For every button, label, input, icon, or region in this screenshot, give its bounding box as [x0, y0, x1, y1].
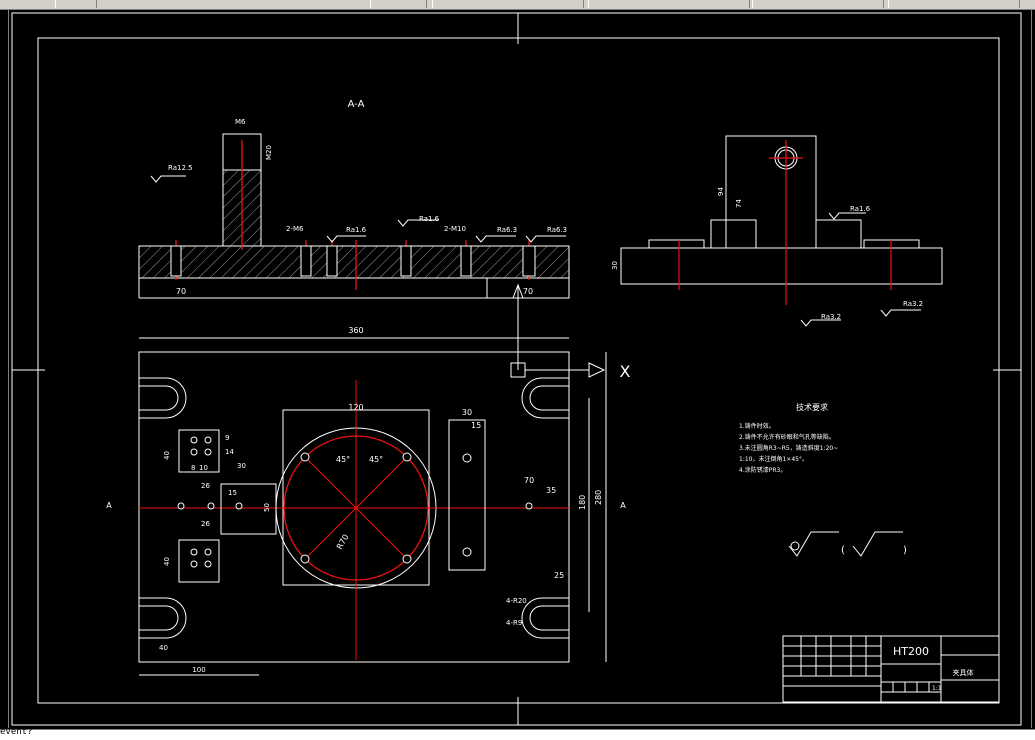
command-prompt-text: event? [0, 727, 33, 737]
dim-14: 14 [225, 448, 234, 456]
roughness-front-1: Ra12.5 [168, 164, 193, 172]
dim-2m10: 2-M10 [444, 225, 466, 233]
dim-70-right: 70 [523, 287, 533, 296]
dim-8: 8 [191, 464, 195, 472]
dim-m20: M20 [265, 145, 273, 160]
dim-26-lower: 26 [201, 520, 210, 528]
side-view: 94 74 30 Ra1.6 Ra3.2 Ra3.2 [611, 135, 943, 327]
roughness-side-1: Ra1.6 [850, 205, 871, 213]
dim-25: 25 [554, 571, 564, 580]
dim-15-left: 15 [228, 489, 237, 497]
dim-2m6: 2-M6 [286, 225, 304, 233]
section-title: A-A [348, 99, 365, 110]
tech-req-line-1: 1.铸件时效。 [739, 422, 775, 430]
roughness-side-3: Ra3.2 [903, 300, 923, 308]
plotstyle-dropdown[interactable] [752, 0, 884, 8]
angle-45-right: 45° [369, 455, 383, 464]
view-label-x: X [620, 362, 631, 381]
cad-drawing: A-A [11, 12, 1022, 726]
top-view: 360 280 180 [106, 326, 631, 676]
layer-dropdown[interactable] [370, 0, 427, 8]
linetype-dropdown[interactable] [432, 0, 584, 8]
svg-text:(: ( [841, 545, 845, 556]
dim-100: 100 [192, 666, 205, 674]
technical-requirements: 技术要求 1.铸件时效。 2.铸件不允许有砂眼和气孔等缺陷。 3.未注圆角R3~… [739, 402, 838, 474]
toolbar-button-group[interactable] [55, 0, 97, 8]
angle-45-left: 45° [336, 455, 350, 464]
command-line[interactable]: event? [0, 727, 1035, 740]
lineweight-dropdown[interactable] [588, 0, 750, 8]
dim-94: 94 [717, 187, 725, 196]
dim-m6: M6 [235, 118, 246, 126]
dim-30-plate: 30 [462, 408, 472, 417]
dim-10: 10 [199, 464, 208, 472]
dim-180: 180 [578, 495, 587, 510]
tech-req-title: 技术要求 [796, 402, 828, 412]
dim-280: 280 [594, 490, 603, 505]
dim-9: 9 [225, 434, 229, 442]
dim-4r20: 4-R20 [506, 597, 527, 605]
dim-15-plate: 15 [471, 421, 481, 430]
section-mark-right: A [620, 501, 626, 510]
color-dropdown[interactable] [888, 0, 1020, 8]
cad-toolbar [0, 0, 1035, 10]
roughness-front-4: Ra6.3 [497, 226, 517, 234]
dim-30-left: 30 [237, 462, 246, 470]
roughness-side-2: Ra3.2 [821, 313, 841, 321]
drawing-canvas[interactable]: A-A [8, 10, 1032, 728]
dim-40-lower: 40 [159, 644, 168, 652]
dim-120: 120 [348, 403, 363, 412]
tech-req-line-5: 4.涂防锈漆PR3。 [739, 466, 786, 474]
dim-35: 35 [546, 486, 556, 495]
roughness-front-2: Ra1.6 [346, 226, 367, 234]
roughness-front-3: Ra1.6 [419, 215, 440, 223]
dim-30-side: 30 [611, 261, 619, 270]
tech-req-line-3: 3.未注圆角R3~R5，铸造斜度1:20~ [739, 444, 838, 452]
dim-40-top: 40 [163, 451, 171, 460]
svg-text:): ) [903, 545, 907, 556]
dim-74: 74 [735, 199, 743, 208]
tech-req-line-4: 1:10，未注倒角1×45°。 [739, 455, 808, 463]
roughness-front-5: Ra6.3 [547, 226, 567, 234]
tech-req-line-2: 2.铸件不允许有砂眼和气孔等缺陷。 [739, 433, 835, 441]
dim-40-bottom: 40 [163, 557, 171, 566]
dim-70-left: 70 [176, 287, 186, 296]
outer-frame [11, 12, 1022, 726]
dim-360: 360 [348, 326, 363, 335]
dim-70-top: 70 [524, 476, 534, 485]
scale-label: 1:1 [932, 685, 942, 692]
dim-4r9: 4-R9 [506, 619, 522, 627]
front-section-view: 70 70 M20 M6 2-M6 2-M10 Ra12.5 Ra1.6 Ra1… [138, 118, 570, 370]
dim-r70: R70 [335, 533, 351, 551]
material-label: HT200 [893, 645, 929, 658]
dim-50: 50 [263, 503, 271, 512]
general-roughness-symbol: ( ) [788, 531, 907, 557]
centering-marks [12, 13, 1021, 725]
dim-26-upper: 26 [201, 482, 210, 490]
section-mark-left: A [106, 501, 112, 510]
title-block: HT200 夹具体 1:1 [782, 635, 1000, 703]
part-name-label: 夹具体 [953, 668, 974, 677]
